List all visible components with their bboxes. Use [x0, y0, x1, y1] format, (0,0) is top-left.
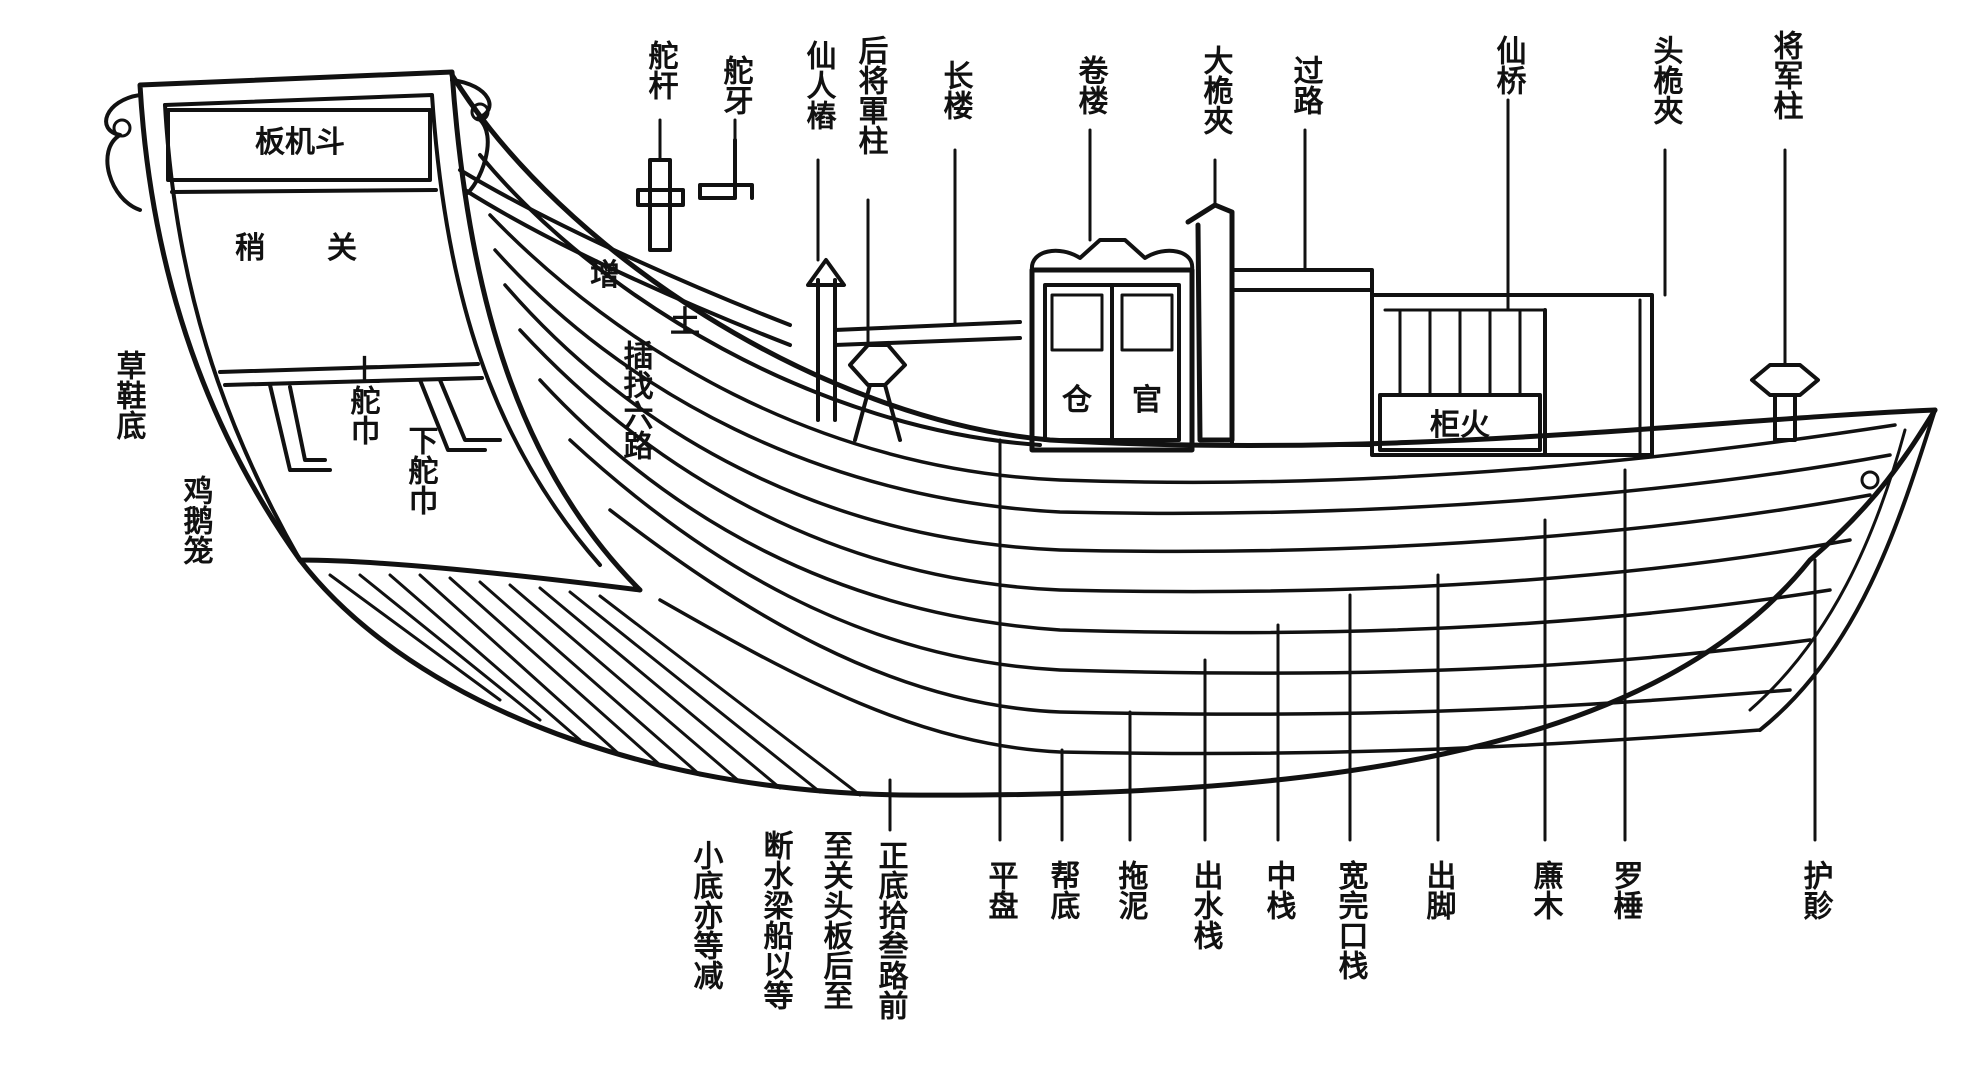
- bottom-label-tuo-ni: 拖泥: [1113, 860, 1149, 921]
- side-label-cao-xie-di: 草鞋底: [111, 350, 147, 441]
- top-label-guo-lu: 过路: [1288, 55, 1324, 115]
- top-label-hou-jiang-jun-zhu: 后将軍柱: [853, 35, 889, 155]
- label-ban-ji-dou: 板机斗: [255, 125, 345, 160]
- bottom-label-bang-di: 帮底: [1045, 860, 1081, 921]
- bottom-label-zheng-di: 正底拾叁路前: [873, 840, 909, 1020]
- label-cang: 仓: [1062, 383, 1093, 418]
- label-shang-tuo-jin: 上舵巾: [345, 355, 381, 445]
- top-label-juan-lou: 卷楼: [1073, 55, 1109, 115]
- bottom-label-zhi-guan-tou-ban: 至关头板后至: [818, 830, 854, 1010]
- top-label-xian-ren-chuang: 仙人樁: [801, 40, 837, 130]
- bottom-label-chu-shui-zhan: 出水栈: [1188, 860, 1224, 950]
- label-guan-1: 关: [327, 231, 357, 266]
- top-label-chang-lou: 长楼: [938, 60, 974, 120]
- label-shao: 稍: [235, 231, 265, 266]
- bottom-label-zhong-zhan: 中栈: [1261, 860, 1297, 920]
- inner-labels: 板机斗 稍 关 增 土 仓 官 柜火: [235, 125, 1490, 443]
- bottom-label-luo-wei: 罗棰: [1608, 860, 1644, 920]
- top-label-tou-wei-jia: 头桅夾: [1648, 35, 1684, 125]
- bottom-label-ping-pan: 平盘: [983, 860, 1019, 920]
- top-label-xian-qiao: 仙桥: [1491, 35, 1527, 96]
- bottom-label-kuan-wan-kou-zhan: 宽完口栈: [1333, 859, 1369, 980]
- label-huo-gui: 柜火: [1430, 408, 1490, 443]
- bottom-label-lian-mu: 㢘木: [1528, 860, 1565, 920]
- label-zeng: 增: [590, 258, 620, 293]
- side-labels: 草鞋底 鸡鹅笼: [111, 350, 214, 565]
- bottom-label-hu-xie: 护䪾: [1798, 860, 1834, 921]
- bottom-labels: 小底亦等减 断水梁船以等 至关头板后至 正底拾叁路前 平盘 帮底 拖泥 出水栈 …: [688, 830, 1834, 1020]
- bottom-label-chu-jiao: 出脚: [1421, 860, 1457, 921]
- leader-lines: [658, 98, 1817, 842]
- label-tu: 土: [670, 305, 700, 340]
- bottom-label-xiao-di: 小底亦等减: [688, 840, 724, 991]
- inner-vertical-labels: 上舵巾 下舵巾 插找六路: [345, 340, 654, 515]
- label-cha-zhao-liu-lu: 插找六路: [618, 340, 654, 460]
- top-label-tuo-ya: 舵牙: [718, 54, 754, 115]
- top-label-da-wei-jia: 大桅夾: [1198, 45, 1234, 135]
- stern-structure: [104, 69, 862, 797]
- bottom-label-duan-shui-liang: 断水梁船以等: [758, 830, 794, 1010]
- top-label-tuo-gan: 舵杆: [643, 39, 679, 100]
- top-labels: 舵杆 舵牙 仙人樁 后将軍柱 长楼 卷楼 大桅夾 过路 仙桥 头桅夾 将军柱: [643, 30, 1804, 155]
- top-label-jiang-jun-zhu: 将军柱: [1768, 30, 1804, 120]
- hull: [297, 72, 1938, 798]
- stern-hatching: [328, 573, 862, 797]
- deck-structures: [458, 138, 1820, 457]
- side-label-ji-e-long: 鸡鹅笼: [178, 475, 214, 565]
- label-xia-tuo-jin: 下舵巾: [403, 425, 439, 515]
- label-guan-2: 官: [1132, 383, 1162, 418]
